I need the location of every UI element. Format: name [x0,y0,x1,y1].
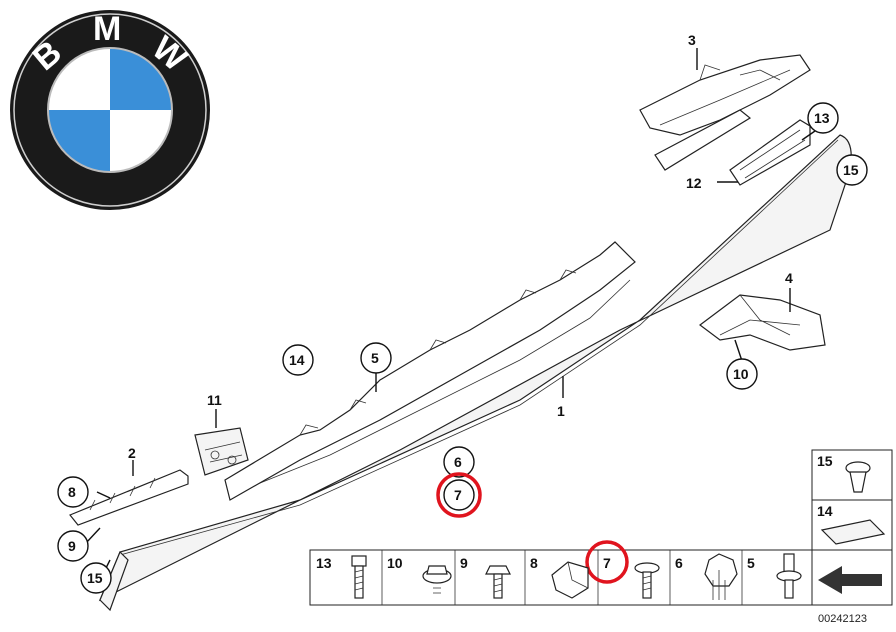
callout-12: 12 [686,175,702,191]
callout-10-label: 10 [733,366,749,382]
callout-15-bottom-label: 15 [87,570,103,586]
highlight-ring [436,472,482,518]
legend-14-label: 14 [817,503,833,519]
arrow-icon [818,566,882,594]
callout-12-label: 12 [686,175,702,191]
legend-9-label: 9 [460,555,468,571]
callout-8-label: 8 [68,484,76,500]
legend-8-label: 8 [530,555,538,571]
callout-7-label: 7 [454,487,462,503]
legend-7-highlight-ring [585,540,629,584]
callout-10: 10 [726,358,758,390]
callout-13: 13 [807,102,839,134]
bmw-logo: B M W [10,10,210,210]
callout-2-label: 2 [128,445,136,461]
callout-7-main: 7 [436,472,482,518]
strip-part-2 [69,469,189,526]
callout-4-label: 4 [785,270,793,286]
callout-6: 6 [443,446,475,478]
callout-14-label: 14 [289,352,305,368]
callout-8: 8 [57,476,89,508]
callout-13-label: 13 [814,110,830,126]
callout-6-label: 6 [454,454,462,470]
callout-1: 1 [557,403,565,419]
bracket-part-4 [699,294,826,351]
pad-14-icon [820,519,886,545]
clip-6-icon [704,553,738,600]
bracket-part-3 [639,54,811,171]
legend-15-label: 15 [817,453,833,469]
screw-7-icon [634,562,660,599]
rivet-5-icon [776,553,802,599]
clip-part-11 [194,427,249,476]
callout-4: 4 [785,270,793,286]
bolt-13-icon [351,555,367,599]
strip-part-12 [729,119,811,186]
callout-11-label: 11 [207,392,222,408]
legend-7-label: 7 [603,555,611,571]
logo-letter-m: M [93,10,121,48]
callout-15-bottom: 15 [80,562,112,594]
callout-15-top-label: 15 [843,162,859,178]
nut-10-icon [422,565,452,594]
legend-bottom-row: 13 10 9 8 7 6 5 [309,540,813,606]
callout-5: 5 [360,342,392,374]
callout-14: 14 [282,344,314,376]
clip-8-icon [551,561,589,599]
callout-3: 3 [688,32,696,48]
diagram-id: 00242123 [818,613,867,625]
legend-5-label: 5 [747,555,755,571]
side-sill-part [98,134,852,612]
callout-2: 2 [128,445,136,461]
callout-1-label: 1 [557,403,565,419]
callout-15-top: 15 [836,154,868,186]
clip-15-icon [845,461,871,493]
callout-3-label: 3 [688,32,696,48]
callout-11: 11 [207,392,222,408]
screw-9-icon [485,565,511,599]
callout-5-label: 5 [371,350,379,366]
legend-10-label: 10 [387,555,403,571]
callout-9: 9 [57,530,89,562]
leader-lines [85,48,816,573]
legend-13-label: 13 [316,555,332,571]
legend-6-label: 6 [675,555,683,571]
legend-right-column: 15 14 [811,449,893,606]
callout-9-label: 9 [68,538,76,554]
